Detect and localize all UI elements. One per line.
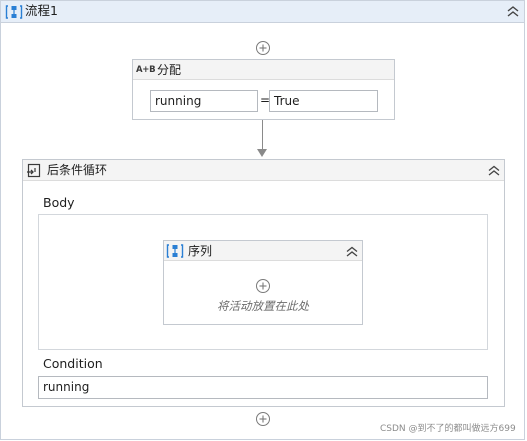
watermark: CSDN @到不了的都叫做远方699 — [380, 424, 516, 434]
connector-arrow-icon — [257, 149, 267, 157]
double-chevron-up-icon[interactable] — [345, 245, 359, 258]
assign-to-field[interactable]: running — [150, 90, 258, 112]
assign-title: 分配 — [157, 63, 182, 77]
drop-hint-text: 将活动放置在此处 — [217, 299, 309, 313]
sequence-title: 序列 — [188, 244, 213, 258]
double-chevron-up-icon[interactable] — [505, 4, 521, 18]
assign-value-field[interactable]: True — [269, 90, 378, 112]
add-activity-icon[interactable] — [255, 411, 271, 427]
body-label: Body — [43, 195, 75, 210]
sequence-icon — [166, 244, 184, 258]
condition-label: Condition — [43, 356, 103, 371]
double-chevron-up-icon[interactable] — [487, 164, 501, 177]
add-activity-icon[interactable] — [255, 278, 271, 294]
sequence-header[interactable] — [164, 241, 362, 261]
sequence-icon — [5, 5, 23, 19]
equals-sign: = — [260, 93, 271, 107]
flowchart-header[interactable] — [1, 1, 524, 23]
add-activity-icon[interactable] — [255, 40, 271, 56]
condition-input[interactable]: running — [38, 376, 488, 399]
flowchart-title: 流程1 — [25, 3, 58, 18]
connector-line — [262, 120, 263, 151]
do-while-loop-icon — [27, 163, 41, 178]
do-while-header[interactable] — [23, 160, 504, 181]
assign-icon: A+B — [136, 65, 156, 75]
assign-header[interactable] — [133, 60, 394, 80]
do-while-title: 后条件循环 — [47, 163, 108, 177]
